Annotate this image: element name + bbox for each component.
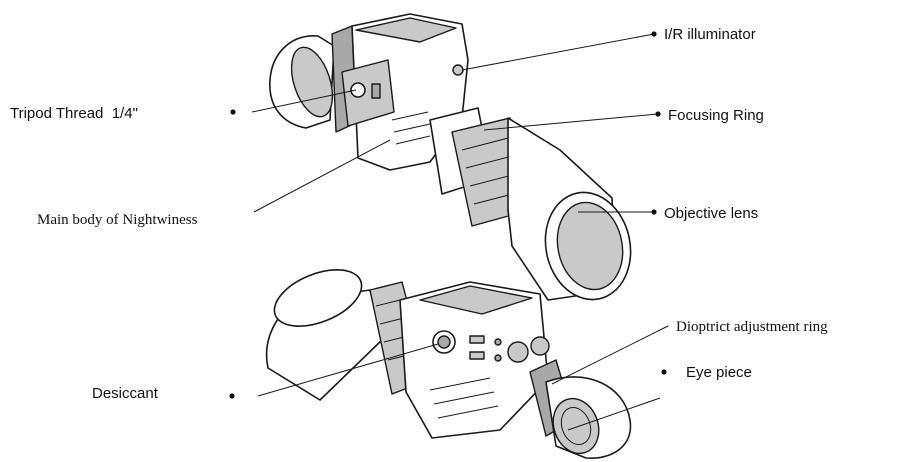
- leader-eye-piece: [567, 397, 661, 431]
- labels: I/R illuminator Tripod Thread 1/4" Focus…: [10, 26, 828, 402]
- leader-focusing-ring: [483, 113, 659, 131]
- bottom-monocular-illustration: [265, 269, 632, 459]
- bottom-objective-front: [273, 269, 363, 327]
- label-focusing-ring: Focusing Ring: [668, 107, 764, 124]
- leader-desiccant: [257, 343, 439, 397]
- leader-ir-illuminator: [461, 33, 655, 71]
- bottom-control-knob-1: [507, 341, 529, 363]
- label-tripod-thread: Tripod Thread 1/4": [10, 105, 138, 122]
- leader-tripod-thread: [251, 89, 357, 113]
- leader-main-body: [253, 139, 391, 213]
- top-body-top-plate: [355, 17, 457, 43]
- leader-dioptric-ring: [551, 325, 669, 385]
- top-ir-illuminator: [452, 64, 464, 76]
- bottom-body-top-plate: [419, 285, 533, 315]
- leader-lines: [229, 31, 669, 431]
- label-eye-piece: Eye piece: [686, 364, 752, 381]
- label-main-body: Main body of Nightwiness: [37, 212, 198, 228]
- top-objective-lens-glass: [556, 201, 624, 291]
- label-ir-illuminator: I/R illuminator: [664, 26, 756, 43]
- label-dioptric-ring: Dioptrict adjustment ring: [676, 319, 828, 335]
- label-objective-lens: Objective lens: [664, 205, 758, 222]
- top-monocular-illustration: [269, 13, 632, 301]
- bottom-control-knob-2: [530, 336, 550, 356]
- top-eyecup-opening: [290, 46, 334, 118]
- bottom-main-body: [399, 281, 549, 439]
- label-desiccant: Desiccant: [92, 385, 159, 402]
- top-tripod-screw: [350, 82, 366, 98]
- top-tripod-plate: [341, 59, 395, 127]
